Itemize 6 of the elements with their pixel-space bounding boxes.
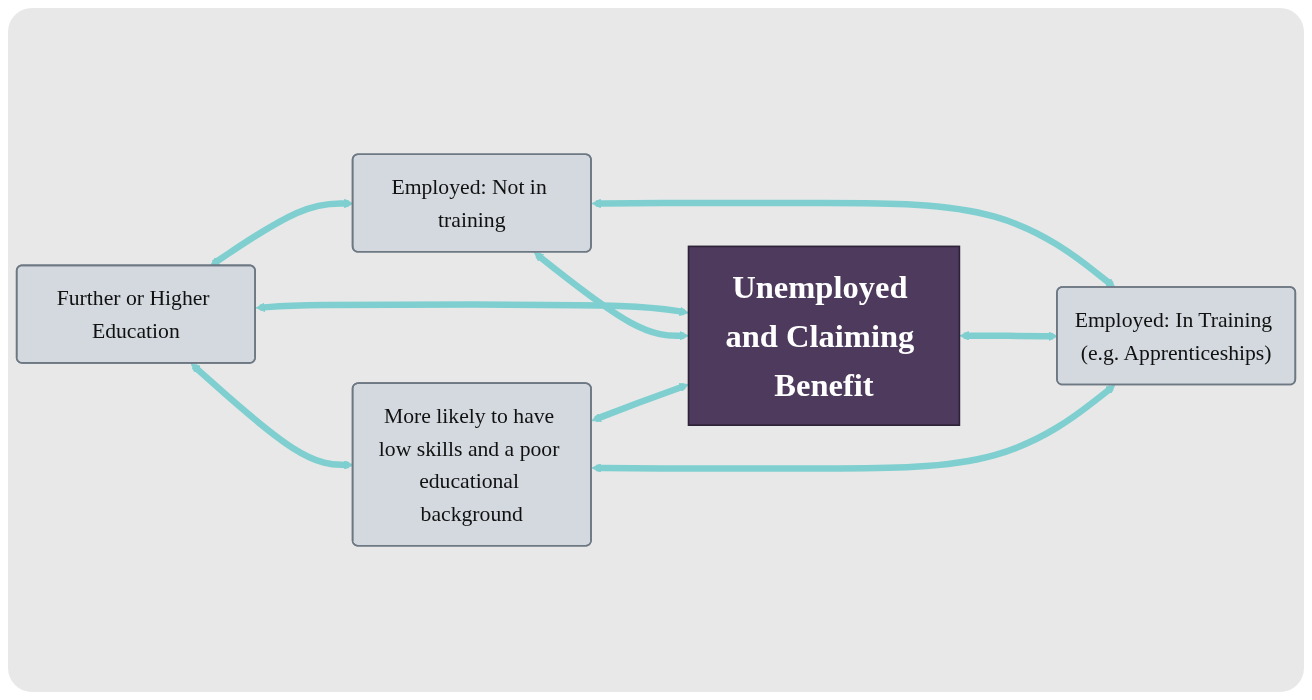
arrow xyxy=(591,383,689,423)
arrow xyxy=(591,384,1116,473)
node-box: Unemployed and Claiming Benefit xyxy=(687,245,961,426)
arrow xyxy=(533,252,689,341)
arrow xyxy=(255,301,689,317)
arrow xyxy=(591,198,1116,288)
